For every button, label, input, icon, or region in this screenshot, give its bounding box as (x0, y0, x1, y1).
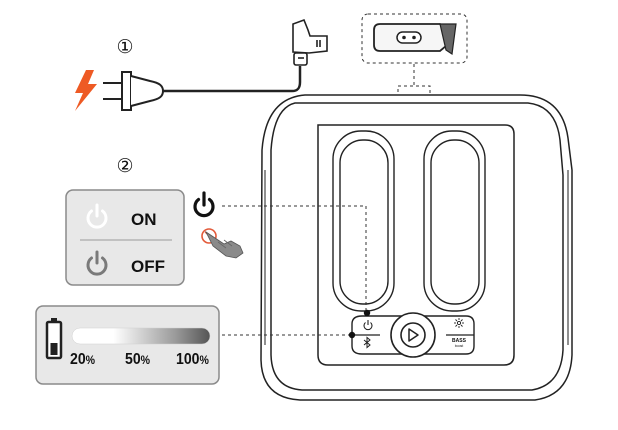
bass-boost-label: BASS (452, 338, 466, 344)
left-passive-radiator (332, 130, 395, 312)
power-connector-icon (292, 18, 328, 66)
lightning-icon (75, 70, 97, 111)
play-pause-button (390, 312, 436, 358)
power-icon (193, 191, 215, 218)
port-location-marker (397, 85, 431, 97)
power-leader-line (222, 205, 367, 313)
battery-level-100: 100% (176, 351, 209, 368)
power-cable (163, 66, 302, 93)
step-1-number: ① (116, 37, 134, 58)
bluetooth-icon (363, 336, 371, 349)
on-label: ON (131, 210, 157, 229)
step-2-number: ② (116, 156, 134, 177)
battery-level-bar (71, 327, 211, 345)
light-icon (454, 318, 464, 328)
battery-icon (45, 318, 63, 360)
finger-press-icon (201, 228, 244, 259)
bass-boost-sub-label: boost (454, 344, 464, 348)
port-zoom-box (361, 13, 468, 64)
power-on-icon (86, 203, 108, 229)
battery-panel (35, 305, 220, 385)
battery-indicator-dot (348, 331, 356, 339)
off-label: OFF (131, 257, 165, 276)
power-plug-icon (103, 71, 165, 111)
power-port-icon (373, 23, 457, 56)
power-panel (65, 189, 185, 286)
right-passive-radiator (423, 130, 486, 312)
speaker-power-icon (363, 320, 373, 331)
play-pause-icon (408, 328, 419, 342)
battery-level-50: 50% (125, 351, 151, 368)
speaker-body (260, 94, 573, 401)
battery-level-20: 20% (70, 351, 96, 368)
power-button-dot (363, 309, 371, 317)
power-off-icon (86, 250, 108, 276)
